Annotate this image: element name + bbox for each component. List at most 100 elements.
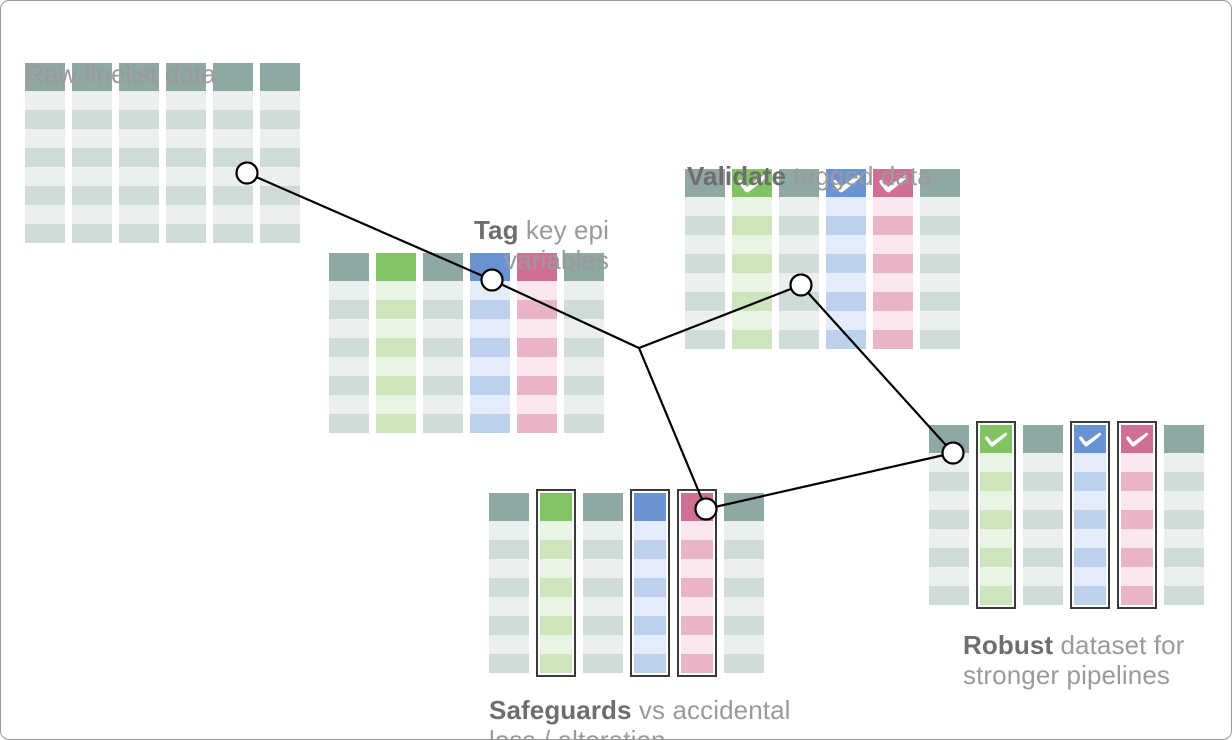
column-data-cell	[634, 540, 666, 559]
column-data-cell	[564, 395, 604, 414]
table-column-4-blue	[470, 253, 510, 433]
column-data-cell	[517, 376, 557, 395]
table-safeguards	[489, 489, 764, 677]
column-data-cell	[329, 281, 369, 300]
column-data-cell	[423, 414, 463, 433]
column-data-cell	[260, 129, 300, 148]
column-data-cell	[724, 597, 764, 616]
table-column-1-base	[489, 493, 529, 673]
caption-tag-bold: Tag	[473, 215, 519, 245]
table-column-4-blue	[826, 169, 866, 349]
column-data-cell	[376, 357, 416, 376]
column-data-cell	[329, 300, 369, 319]
column-data-cell	[634, 635, 666, 654]
column-data-cell	[681, 616, 713, 635]
column-data-cell	[583, 654, 623, 673]
column-data-cell	[779, 311, 819, 330]
table-column-5-base	[213, 63, 253, 243]
table-column-2-base	[72, 63, 112, 243]
column-header-cell	[929, 425, 969, 453]
column-data-cell	[564, 414, 604, 433]
caption-validate-rest: tagged data	[786, 161, 932, 191]
column-header-cell	[72, 63, 112, 91]
column-data-cell	[517, 281, 557, 300]
column-data-cell	[489, 597, 529, 616]
column-data-cell	[980, 510, 1012, 529]
check-icon	[985, 432, 1008, 447]
column-data-cell	[1164, 567, 1204, 586]
column-data-cell	[1023, 586, 1063, 605]
column-data-cell	[564, 357, 604, 376]
column-data-cell	[583, 578, 623, 597]
column-data-cell	[724, 559, 764, 578]
column-data-cell	[470, 357, 510, 376]
column-data-cell	[634, 654, 666, 673]
column-data-cell	[470, 338, 510, 357]
column-data-cell	[929, 453, 969, 472]
connector-segment-elbow-safeguards	[637, 347, 708, 510]
column-data-cell	[685, 197, 725, 216]
column-data-cell	[920, 235, 960, 254]
column-data-cell	[1074, 548, 1106, 567]
column-data-cell	[583, 616, 623, 635]
table-column-4-base	[166, 63, 206, 243]
column-data-cell	[583, 540, 623, 559]
column-data-cell	[489, 616, 529, 635]
table-column-5-pink-boxed	[1117, 421, 1157, 609]
column-header-cell	[779, 169, 819, 197]
column-data-cell	[470, 414, 510, 433]
column-data-cell	[724, 616, 764, 635]
column-data-cell	[72, 205, 112, 224]
column-data-cell	[732, 235, 772, 254]
column-data-cell	[732, 311, 772, 330]
column-data-cell	[517, 319, 557, 338]
column-data-cell	[119, 186, 159, 205]
column-data-cell	[732, 330, 772, 349]
caption-validate-tagged-data: Validate tagged data	[687, 131, 932, 191]
column-data-cell	[1074, 529, 1106, 548]
column-data-cell	[25, 167, 65, 186]
column-data-cell	[634, 597, 666, 616]
column-data-cell	[980, 472, 1012, 491]
column-data-cell	[1164, 548, 1204, 567]
column-data-cell	[873, 216, 913, 235]
column-data-cell	[1074, 491, 1106, 510]
column-data-cell	[489, 559, 529, 578]
column-data-cell	[329, 395, 369, 414]
column-data-cell	[634, 616, 666, 635]
column-header-cell	[685, 169, 725, 197]
caption-robust-dataset: Robust dataset for stronger pipelines	[963, 600, 1184, 690]
column-data-cell	[1164, 491, 1204, 510]
column-data-cell	[166, 129, 206, 148]
column-data-cell	[980, 548, 1012, 567]
table-column-1-base	[685, 169, 725, 349]
column-data-cell	[980, 567, 1012, 586]
column-data-cell	[423, 357, 463, 376]
column-data-cell	[681, 578, 713, 597]
column-data-cell	[260, 186, 300, 205]
caption-tag-rest: key epi variables	[504, 215, 609, 275]
column-data-cell	[583, 521, 623, 540]
caption-safeguards-rest: vs accidental loss / alteration	[489, 695, 791, 740]
column-data-cell	[376, 319, 416, 338]
column-data-cell	[376, 281, 416, 300]
column-data-cell	[166, 224, 206, 243]
column-data-cell	[564, 338, 604, 357]
column-data-cell	[470, 300, 510, 319]
column-data-cell	[1164, 529, 1204, 548]
caption-validate-bold: Validate	[687, 161, 787, 191]
column-data-cell	[1074, 453, 1106, 472]
table-column-3-base	[583, 493, 623, 673]
table-column-5-pink	[873, 169, 913, 349]
caption-robust-rest: dataset for stronger pipelines	[963, 630, 1185, 690]
column-data-cell	[540, 521, 572, 540]
column-data-cell	[213, 129, 253, 148]
column-data-cell	[826, 311, 866, 330]
column-data-cell	[1164, 586, 1204, 605]
column-data-cell	[826, 273, 866, 292]
column-data-cell	[166, 167, 206, 186]
column-data-cell	[779, 330, 819, 349]
column-data-cell	[1121, 453, 1153, 472]
column-data-cell	[25, 148, 65, 167]
